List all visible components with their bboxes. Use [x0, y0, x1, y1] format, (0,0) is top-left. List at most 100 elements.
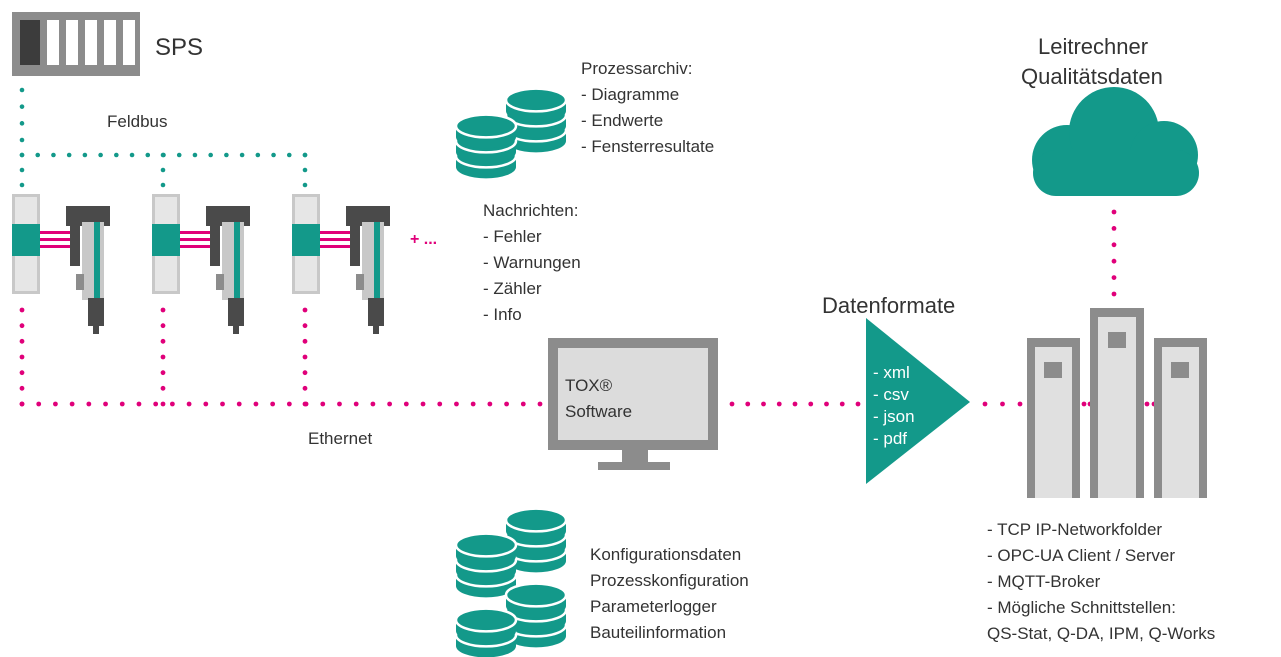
config-item: Konfigurationsdaten	[590, 545, 742, 564]
feldbus-label: Feldbus	[107, 112, 168, 131]
format-item: - xml	[873, 363, 910, 382]
connection-dot	[86, 401, 92, 407]
data-format-triangle-icon	[866, 318, 970, 484]
connection-dot	[153, 401, 159, 407]
nachrichten-item: - Fehler	[483, 227, 542, 246]
qualitaetsdaten-label: Qualitätsdaten	[1021, 64, 1163, 89]
connection-dot	[792, 401, 798, 407]
connection-dot	[320, 401, 326, 407]
connection-dot	[761, 401, 766, 407]
connection-dot	[19, 370, 25, 376]
nachrichten-list: Nachrichten: - Fehler - Warnungen - Zähl…	[483, 198, 581, 328]
connection-dot	[302, 182, 308, 188]
connection-dot	[160, 385, 166, 391]
connection-dot	[103, 401, 108, 407]
connection-dot	[337, 401, 342, 407]
connection-dot	[1000, 401, 1005, 407]
tox-label: TOX®	[565, 376, 613, 395]
connection-dot	[98, 152, 103, 158]
connection-dot	[19, 152, 25, 158]
connection-dot	[776, 401, 782, 407]
connection-dot	[1081, 401, 1087, 407]
connection-dot	[1111, 258, 1117, 264]
interface-item: - OPC-UA Client / Server	[987, 546, 1175, 565]
connection-dot	[69, 401, 75, 407]
connection-dot	[370, 401, 376, 407]
connection-dot	[220, 401, 225, 407]
connection-dot	[1111, 226, 1117, 231]
config-item: Prozesskonfiguration	[590, 571, 749, 590]
connection-dot	[35, 152, 41, 158]
connection-dot	[302, 370, 308, 376]
connection-dot	[176, 152, 182, 158]
database-stack-icon	[454, 532, 518, 598]
database-stack-icon	[454, 113, 518, 179]
connection-dot	[303, 401, 309, 407]
connection-dot	[19, 167, 25, 173]
prozessarchiv-item: Prozessarchiv:	[581, 59, 693, 78]
formats-list: - xml - csv - json - pdf	[873, 362, 915, 450]
ethernet-label: Ethernet	[308, 429, 373, 448]
interfaces-list: - TCP IP-Networkfolder - OPC-UA Client /…	[987, 517, 1215, 647]
connection-dot	[119, 401, 125, 407]
connection-dot	[420, 401, 426, 407]
connection-dot	[160, 354, 166, 360]
press-unit-icon	[292, 194, 390, 334]
server-tower-icon	[1027, 308, 1207, 498]
connection-dot	[271, 152, 276, 158]
connection-dot	[19, 323, 25, 329]
connection-dot	[36, 401, 42, 407]
database-stack-icon	[504, 87, 568, 153]
connection-dot	[839, 401, 845, 407]
connection-dot	[19, 385, 25, 391]
config-item: Bauteilinformation	[590, 623, 727, 642]
connection-dot	[19, 104, 25, 109]
config-item: Parameterlogger	[590, 597, 717, 616]
connection-dot	[208, 152, 213, 158]
connection-dot	[454, 401, 459, 407]
nachrichten-item: - Info	[483, 305, 522, 324]
connection-dot	[487, 401, 493, 407]
prozessarchiv-item: - Fensterresultate	[581, 137, 715, 156]
connection-dot	[855, 401, 861, 407]
interface-item: QS-Stat, Q-DA, IPM, Q-Works	[987, 624, 1216, 643]
leitrechner-label: Leitrechner	[1038, 34, 1149, 59]
monitor-icon	[548, 338, 718, 470]
prozessarchiv-item: - Endwerte	[581, 111, 664, 130]
connection-dot	[236, 401, 242, 407]
connection-dot	[387, 401, 393, 407]
connection-dot	[302, 167, 308, 173]
connection-dot	[160, 307, 166, 313]
connection-dot	[19, 182, 25, 188]
connection-dot	[537, 401, 543, 407]
connection-dot	[145, 152, 151, 158]
nachrichten-item: - Zähler	[483, 279, 542, 298]
sps-label: SPS	[155, 34, 204, 61]
connection-dot	[302, 354, 308, 360]
software-label: Software	[565, 402, 633, 421]
more-units-label: + ...	[410, 231, 438, 248]
connection-dot	[403, 401, 409, 407]
connection-dot	[19, 401, 25, 407]
connection-dot	[353, 401, 359, 407]
connection-dot	[302, 152, 308, 158]
connection-dot	[160, 152, 166, 158]
connection-dot	[302, 385, 308, 391]
config-list: Konfigurationsdaten Prozesskonfiguration…	[590, 542, 749, 646]
connection-dot	[66, 152, 72, 158]
connection-dot	[129, 152, 135, 158]
connection-dot	[270, 401, 276, 407]
interface-item: - Mögliche Schnittstellen:	[987, 598, 1176, 617]
datenformate-label: Datenformate	[822, 293, 956, 318]
connection-dot	[808, 401, 814, 407]
database-stacks	[454, 87, 568, 657]
connection-dot	[1111, 209, 1117, 215]
connection-dot	[160, 370, 166, 376]
press-unit-icon	[12, 194, 110, 334]
connection-dot	[824, 401, 829, 407]
connection-dot	[19, 354, 25, 360]
format-item: - pdf	[873, 429, 908, 448]
database-stack-icon	[504, 582, 568, 648]
connection-dot	[186, 401, 192, 407]
